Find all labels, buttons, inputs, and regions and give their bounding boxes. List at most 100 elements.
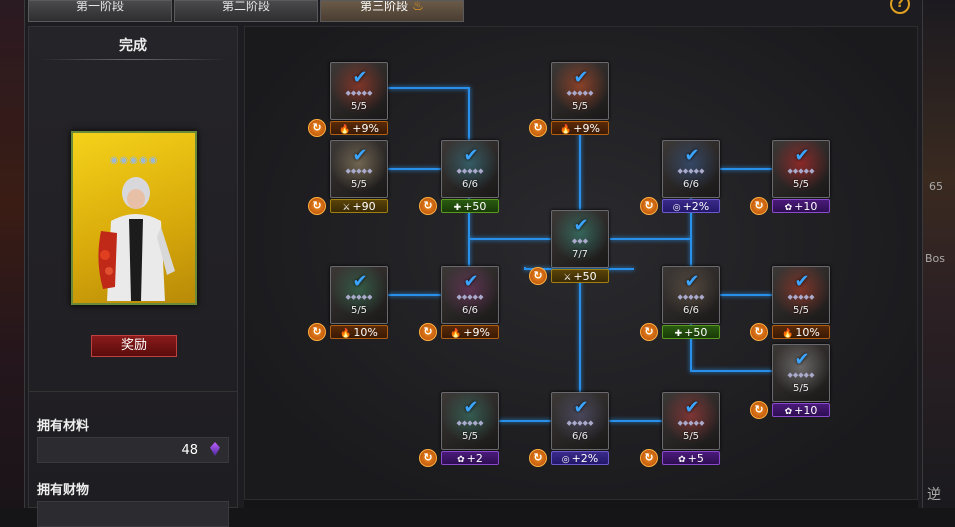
- materials-label: 拥有材料: [37, 419, 90, 434]
- bottom-bar: [244, 500, 918, 508]
- divider: [29, 391, 237, 392]
- bonus-badge: 🔥10%: [330, 325, 388, 339]
- flame-icon: 🔥: [450, 329, 462, 339]
- bg-text: Bos: [925, 252, 946, 265]
- crystal-icon: [210, 442, 220, 456]
- bonus-badge: ◎+2%: [551, 451, 609, 465]
- node-stars-icon: ◆◆◆◆◆: [456, 419, 484, 427]
- background-right: 65 Bos 逆: [921, 0, 955, 508]
- bonus-badge: ✚+50: [441, 199, 499, 213]
- upgrade-icon[interactable]: ↻: [308, 197, 326, 215]
- talent-node[interactable]: ✔◆◆◆◆◆5/5: [662, 392, 720, 450]
- plus-icon: ✚: [453, 203, 462, 213]
- node-progress: 7/7: [571, 249, 589, 260]
- target-icon: ◎: [672, 203, 681, 213]
- blade-icon: ⚔: [342, 203, 351, 213]
- tab-label: 第二阶段: [221, 0, 270, 13]
- lotus-icon: ✿: [784, 203, 793, 213]
- lotus-icon: ✿: [457, 455, 465, 465]
- node-stars-icon: ◆◆◆: [571, 237, 589, 245]
- stage-tabs: 第一阶段 第二阶段 第三阶段♨: [28, 0, 466, 22]
- tab-stage-2[interactable]: 第二阶段: [174, 0, 318, 22]
- bonus-value: +10: [794, 200, 818, 213]
- node-progress: 5/5: [461, 431, 479, 442]
- node-stars-icon: ◆◆◆◆◆: [456, 167, 484, 175]
- talent-node[interactable]: ✔◆◆◆◆◆5/5: [551, 62, 609, 120]
- flame-icon: 🔥: [782, 329, 794, 339]
- node-art: [552, 211, 608, 267]
- upgrade-icon[interactable]: ↻: [640, 197, 658, 215]
- bonus-value: +90: [352, 200, 376, 213]
- talent-node[interactable]: ✔◆◆◆◆◆ 6/6: [441, 140, 499, 198]
- upgrade-icon[interactable]: ↻: [640, 323, 658, 341]
- bonus-value: +50: [463, 200, 487, 213]
- upgrade-icon[interactable]: ↻: [308, 323, 326, 341]
- panel-title: 完成: [119, 38, 147, 54]
- help-icon[interactable]: ?: [890, 0, 910, 14]
- bonus-badge: ✿+5: [662, 451, 720, 465]
- upgrade-icon[interactable]: ↻: [640, 449, 658, 467]
- node-stars-icon: ◆◆◆◆◆: [566, 419, 594, 427]
- node-stars-icon: ◆◆◆◆◆: [787, 371, 815, 379]
- bonus-value: +9%: [573, 122, 600, 135]
- node-art: [331, 267, 387, 323]
- node-art: [331, 141, 387, 197]
- upgrade-icon[interactable]: ↻: [419, 197, 437, 215]
- check-icon: ✔: [794, 145, 810, 166]
- hero-figure: [98, 177, 175, 301]
- talent-node[interactable]: ✔◆◆◆◆◆5/5: [772, 344, 830, 402]
- node-art: [663, 141, 719, 197]
- node-progress: 6/6: [461, 179, 479, 190]
- bonus-badge: ⚔+90: [330, 199, 388, 213]
- talent-node[interactable]: ✔◆◆◆◆◆6/6: [551, 392, 609, 450]
- talent-node[interactable]: ✔◆◆◆7/7: [551, 210, 609, 268]
- upgrade-icon[interactable]: ↻: [529, 119, 547, 137]
- talent-node[interactable]: ✔◆◆◆◆◆5/5: [330, 62, 388, 120]
- node-art: [663, 267, 719, 323]
- upgrade-icon[interactable]: ↻: [750, 323, 768, 341]
- talent-node[interactable]: ✔◆◆◆◆◆5/5: [772, 266, 830, 324]
- flame-icon: ♨: [412, 0, 424, 14]
- flame-icon: 🔥: [339, 125, 351, 135]
- background-left: [0, 0, 24, 508]
- upgrade-icon[interactable]: ↻: [308, 119, 326, 137]
- node-stars-icon: ◆◆◆◆◆: [677, 293, 705, 301]
- tab-stage-1[interactable]: 第一阶段: [28, 0, 172, 22]
- bonus-badge: 🔥+9%: [330, 121, 388, 135]
- bonus-value: +10: [794, 404, 818, 417]
- check-icon: ✔: [463, 145, 479, 166]
- check-icon: ✔: [352, 67, 368, 88]
- flame-icon: 🔥: [340, 329, 352, 339]
- bonus-value: +9%: [352, 122, 379, 135]
- assets-label: 拥有财物: [37, 483, 90, 498]
- node-progress: 5/5: [571, 101, 589, 112]
- upgrade-icon[interactable]: ↻: [419, 323, 437, 341]
- upgrade-icon[interactable]: ↻: [750, 197, 768, 215]
- check-icon: ✔: [463, 397, 479, 418]
- bg-text: 65: [929, 180, 943, 193]
- upgrade-icon[interactable]: ↻: [419, 449, 437, 467]
- plus-icon: ✚: [674, 329, 683, 339]
- talent-node[interactable]: ✔◆◆◆◆◆6/6: [441, 266, 499, 324]
- node-stars-icon: ◆◆◆◆◆: [566, 89, 594, 97]
- tab-stage-3[interactable]: 第三阶段♨: [320, 0, 464, 22]
- bonus-badge: ✿+2: [441, 451, 499, 465]
- upgrade-icon[interactable]: ↻: [529, 267, 547, 285]
- talent-node[interactable]: ✔◆◆◆◆◆6/6: [662, 266, 720, 324]
- card-stars-icon: ◉◉◉◉◉: [109, 155, 159, 166]
- talent-node[interactable]: ✔◆◆◆◆◆5/5: [330, 140, 388, 198]
- node-progress: 5/5: [792, 383, 810, 394]
- upgrade-icon[interactable]: ↻: [750, 401, 768, 419]
- talent-node[interactable]: ✔◆◆◆◆◆5/5: [330, 266, 388, 324]
- bonus-badge: ⚔+50: [551, 269, 609, 283]
- upgrade-icon[interactable]: ↻: [529, 449, 547, 467]
- node-progress: 5/5: [350, 305, 368, 316]
- talent-node[interactable]: ✔◆◆◆◆◆5/5: [772, 140, 830, 198]
- lotus-icon: ✿: [678, 455, 686, 465]
- talent-node[interactable]: ✔◆◆◆◆◆6/6: [662, 140, 720, 198]
- divider: [39, 59, 227, 60]
- materials-box: 48: [37, 437, 229, 463]
- talent-node[interactable]: ✔◆◆◆◆◆ 5/5: [441, 392, 499, 450]
- check-icon: ✔: [684, 271, 700, 292]
- reward-button[interactable]: 奖励: [91, 335, 177, 357]
